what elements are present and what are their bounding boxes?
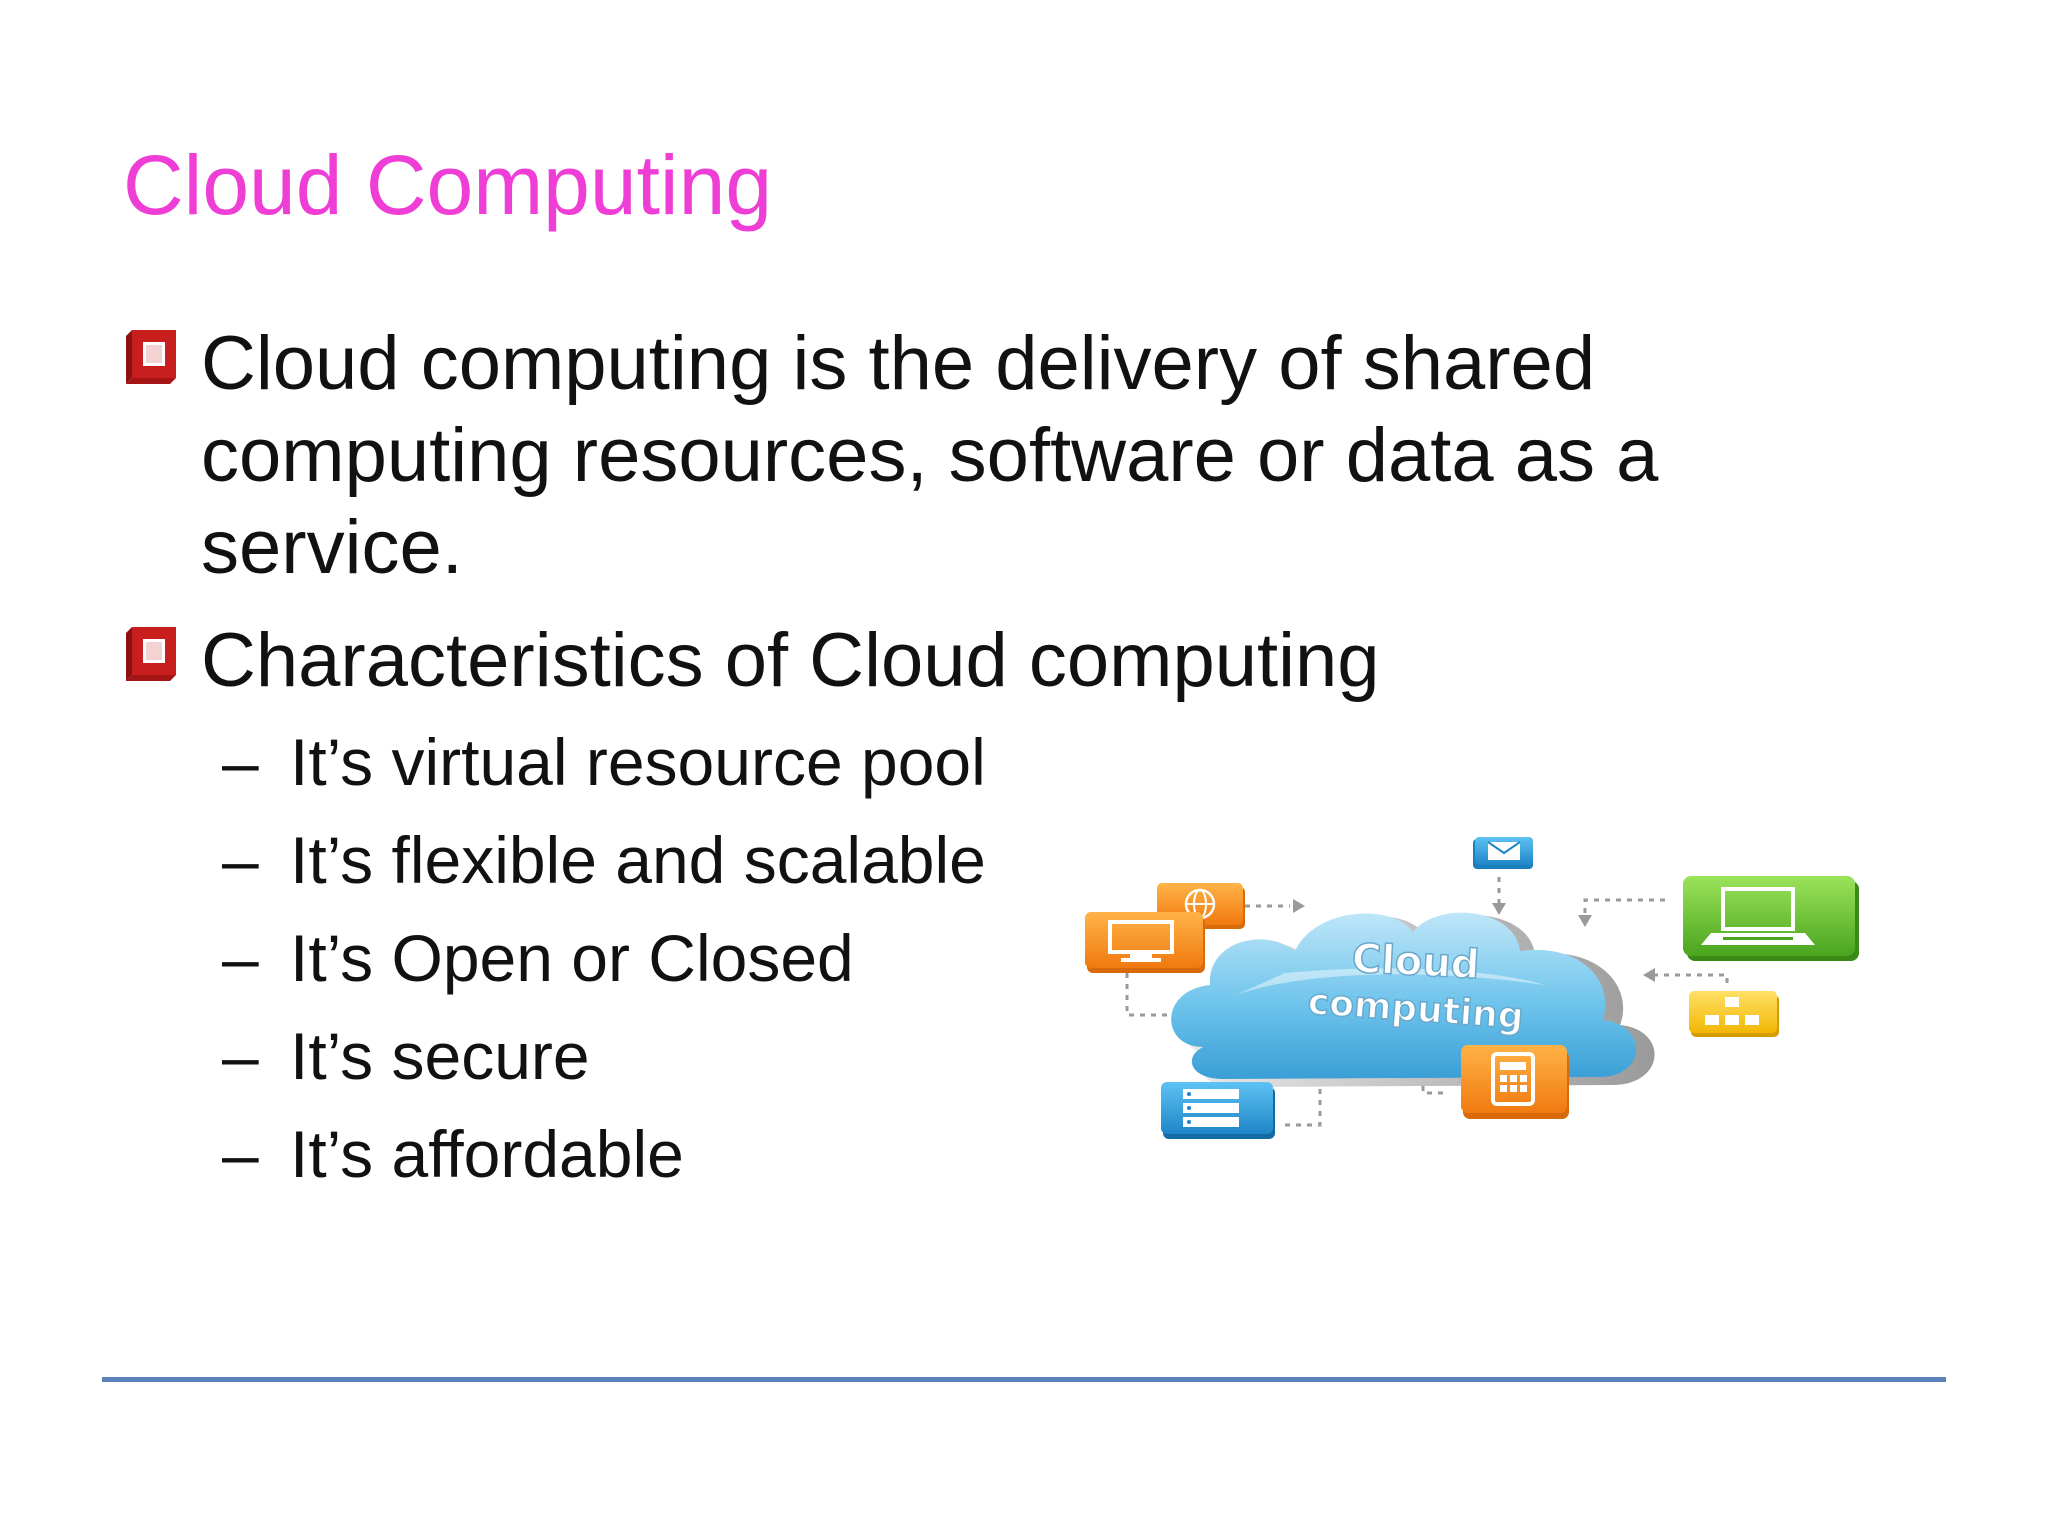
bullet-line: Characteristics of Cloud computing — [201, 618, 1380, 703]
sub-bullet-text: It’s affordable — [290, 1117, 684, 1191]
sub-bullet-item: –It’s affordable — [222, 1114, 684, 1194]
slide-title: Cloud Computing — [123, 138, 773, 232]
cloud-label-line1: Cloud — [1351, 936, 1481, 989]
sub-bullet-text: It’s secure — [290, 1019, 590, 1093]
laptop-icon — [1683, 876, 1859, 961]
sub-bullet-item: –It’s virtual resource pool — [222, 722, 986, 802]
sub-bullet-text: It’s virtual resource pool — [290, 725, 986, 799]
dash: – — [222, 1019, 259, 1093]
dash: – — [222, 823, 259, 897]
cloud-shape — [1171, 912, 1655, 1087]
server-icon — [1161, 1082, 1275, 1139]
bullet-line: service. — [201, 505, 463, 590]
dash: – — [222, 1117, 259, 1191]
dash: – — [222, 921, 259, 995]
bullet-line: computing resources, software or data as… — [201, 413, 1659, 498]
bullet-text: Characteristics of Cloud computing — [201, 615, 1801, 707]
sub-bullet-text: It’s Open or Closed — [290, 921, 854, 995]
calculator-icon — [1461, 1045, 1569, 1119]
red-square-bullet-icon — [126, 627, 176, 681]
bullet-text: Cloud computing is the delivery of share… — [201, 318, 1801, 594]
email-icon — [1473, 837, 1533, 869]
sub-bullet-item: –It’s flexible and scalable — [222, 820, 986, 900]
sub-bullet-item: –It’s Open or Closed — [222, 918, 854, 998]
footer-divider — [102, 1377, 1946, 1382]
sub-bullet-item: –It’s secure — [222, 1016, 590, 1096]
red-square-bullet-icon — [126, 330, 176, 384]
dash: – — [222, 725, 259, 799]
bullet-line: Cloud computing is the delivery of share… — [201, 321, 1596, 406]
cloud-computing-illustration: Cloud computing — [1085, 837, 1859, 1139]
connector-lines — [1125, 877, 1729, 1127]
network-icon — [1689, 991, 1779, 1037]
monitor-icon — [1085, 912, 1205, 973]
sub-bullet-text: It’s flexible and scalable — [290, 823, 986, 897]
